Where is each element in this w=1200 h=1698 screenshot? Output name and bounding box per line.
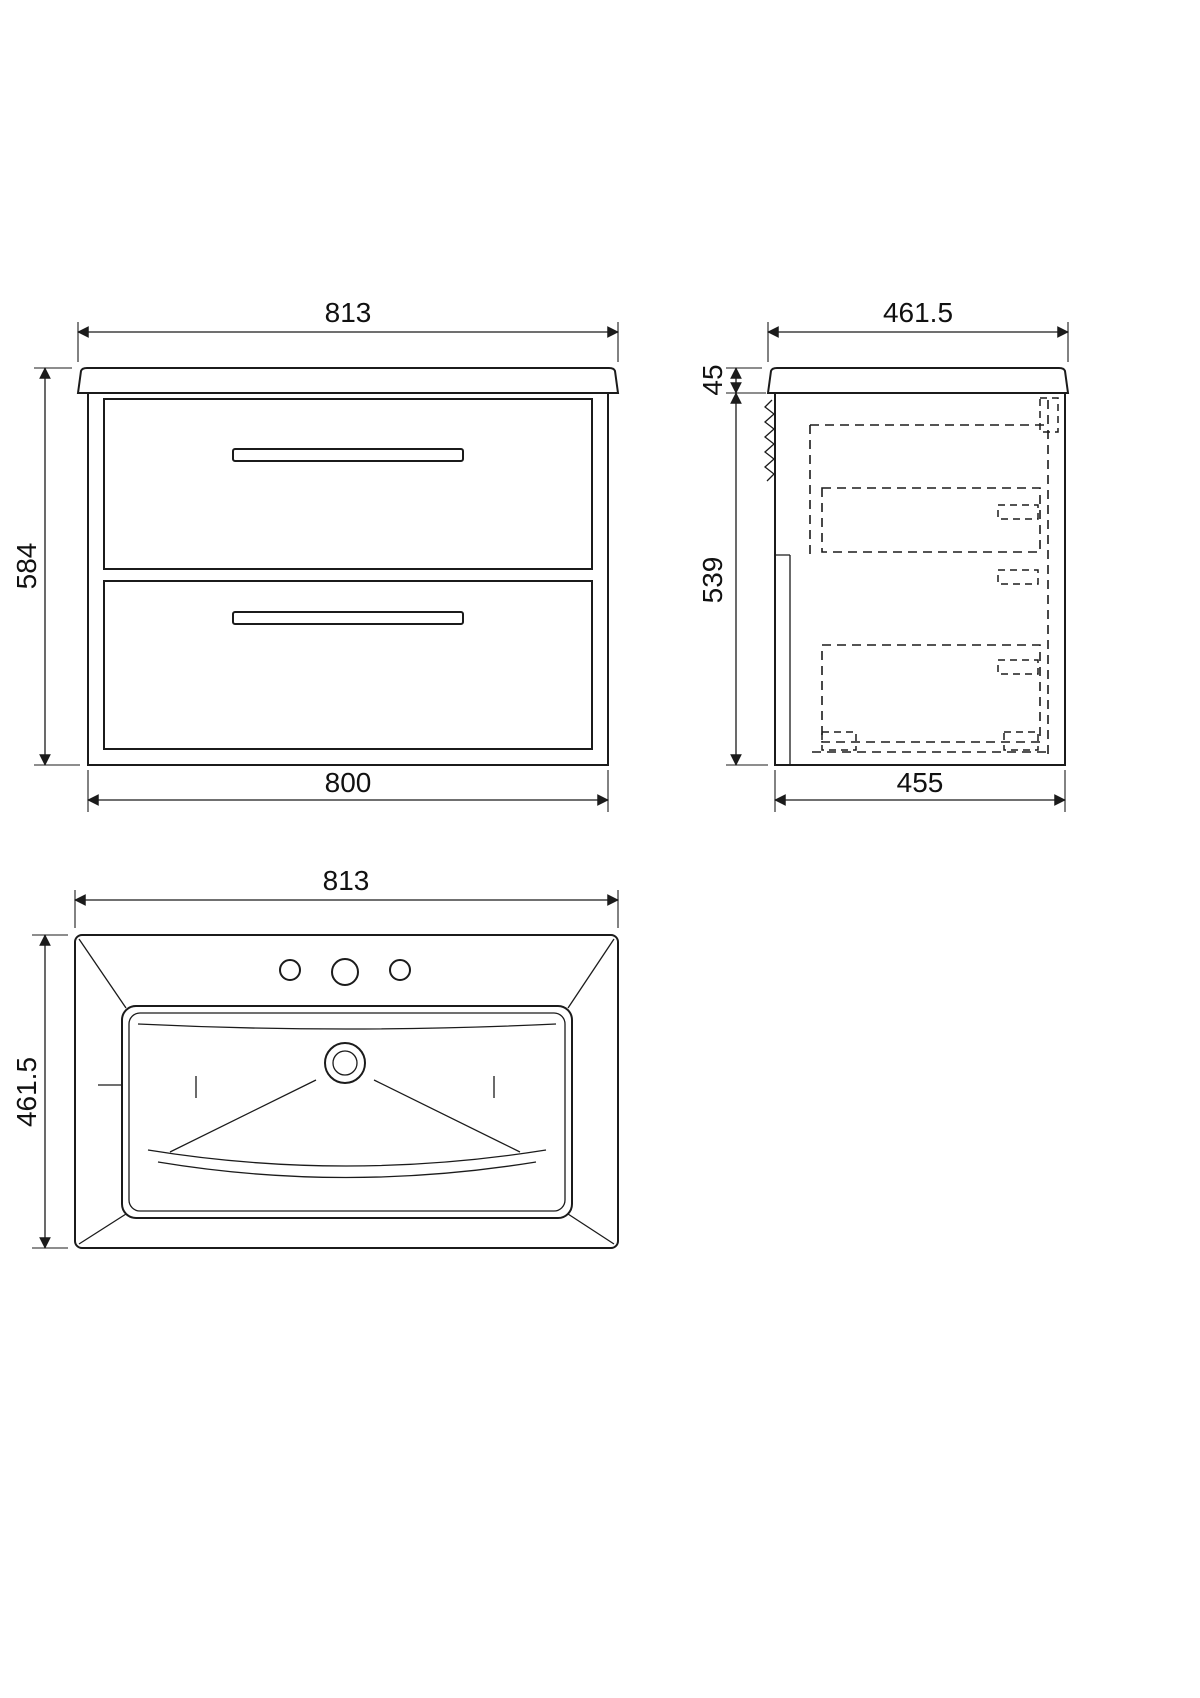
- side-bottom-corner-left-dashed: [821, 731, 857, 751]
- side-depth-top-label: 461.5: [883, 297, 953, 328]
- front-width-bottom-dimension: 800: [87, 767, 609, 812]
- plan-depth-dimension: 461.5: [11, 934, 68, 1249]
- front-handle-top: [232, 448, 464, 462]
- overflow-waste: [324, 1042, 366, 1084]
- side-view: 461.5 45: [697, 297, 1070, 812]
- basin-inner-rim: [121, 1005, 573, 1219]
- front-width-top-dimension: 813: [77, 297, 619, 362]
- side-wall-bracket: [763, 399, 776, 482]
- side-runner-slot-2: [997, 569, 1039, 585]
- side-cabinet-outline: [774, 392, 1066, 766]
- front-width-bottom-label: 800: [325, 767, 372, 798]
- front-handle-bottom: [232, 611, 464, 625]
- side-height-label: 539: [697, 557, 728, 604]
- side-depth-bottom-dimension: 455: [774, 767, 1066, 812]
- side-counter-height-dimension: 45: [697, 364, 766, 396]
- tap-hole-center: [331, 958, 359, 986]
- bowl-bottom-curve-1: [147, 1149, 547, 1167]
- side-depth-top-dimension: 461.5: [767, 297, 1069, 362]
- tap-hole-left: [279, 959, 301, 981]
- tap-holes: [279, 958, 411, 986]
- side-hidden-detail: [809, 397, 1059, 760]
- bowl-slope-right: [373, 1079, 521, 1153]
- side-fixing-bracket-dashed: [1039, 397, 1059, 433]
- side-drawer-box-top-dashed: [821, 487, 1041, 553]
- front-counter-top: [76, 367, 620, 394]
- side-bottom-corner-right-dashed: [1003, 731, 1039, 751]
- side-front-panel-step: [775, 554, 791, 765]
- front-drawer-bottom: [103, 580, 593, 750]
- side-runner-slot-3: [997, 659, 1039, 675]
- bowl-bottom-curve-2: [157, 1161, 537, 1179]
- plan-depth-label: 461.5: [11, 1057, 42, 1127]
- corner-slope: [567, 938, 615, 1009]
- front-width-top-label: 813: [325, 297, 372, 328]
- front-view: 813 584 800: [11, 297, 620, 812]
- plan-view: 813: [11, 865, 619, 1249]
- corner-slope: [567, 1213, 615, 1245]
- plan-width-label: 813: [323, 865, 370, 896]
- basin-inner-rim-2: [128, 1012, 566, 1212]
- bowl-slope-left: [169, 1079, 317, 1153]
- overflow-inner: [332, 1050, 358, 1076]
- overflow-outer: [324, 1042, 366, 1084]
- tap-hole-right: [389, 959, 411, 981]
- side-drawer-box-bottom-dashed: [821, 644, 1041, 743]
- bowl-contours: [98, 1023, 557, 1179]
- front-cabinet-outline: [87, 392, 609, 766]
- side-height-dimension: 539: [697, 392, 768, 766]
- side-counter-height-label: 45: [697, 364, 728, 395]
- side-counter-top: [766, 367, 1070, 394]
- front-height-dimension: 584: [11, 367, 80, 766]
- corner-slope: [78, 938, 127, 1009]
- side-runner-slot-1: [997, 504, 1039, 520]
- front-drawer-top: [103, 398, 593, 570]
- plan-width-dimension: 813: [74, 865, 619, 928]
- basin-outer-rim: [74, 934, 619, 1249]
- corner-slope: [78, 1213, 127, 1245]
- bowl-back-ledge: [137, 1023, 557, 1030]
- basin-corner-slopes: [78, 938, 615, 1245]
- front-height-label: 584: [11, 543, 42, 590]
- side-depth-bottom-label: 455: [897, 767, 944, 798]
